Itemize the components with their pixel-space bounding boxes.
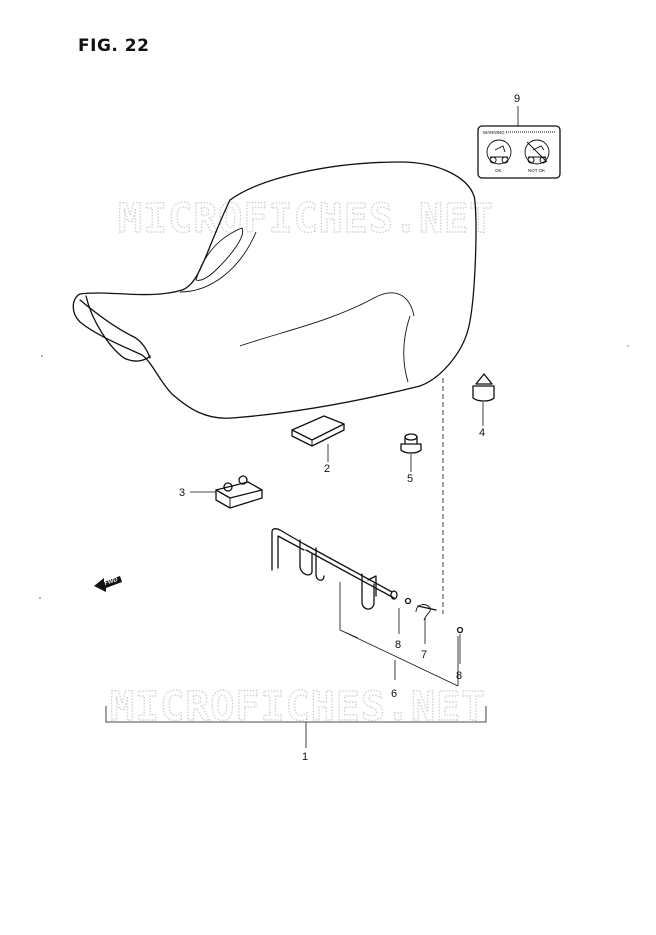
callout-2: 2 <box>324 463 330 475</box>
cushion-part-5 <box>400 433 422 454</box>
callout-7: 7 <box>421 649 427 661</box>
fwd-arrow: FWD <box>94 576 122 592</box>
callout-8-right: 8 <box>456 670 462 682</box>
latch-rod-assembly <box>271 528 464 634</box>
watermark-top: MICROFICHES.NET <box>118 196 494 242</box>
warning-label-ok: OK <box>495 168 502 173</box>
block-part-3 <box>215 475 263 509</box>
fwd-label: FWD <box>104 577 119 587</box>
callout-9: 9 <box>514 93 520 105</box>
callout-5: 5 <box>407 473 413 485</box>
callout-3: 3 <box>179 487 185 499</box>
warning-label-header: WARNING ! <box>483 130 507 135</box>
callout-4: 4 <box>479 427 485 439</box>
pad-part <box>291 415 345 447</box>
warning-label-not-ok: NOT OK <box>528 168 545 173</box>
bumper-part-4 <box>472 373 495 402</box>
callout-8-left: 8 <box>395 639 401 651</box>
watermark-bottom: MICROFICHES.NET <box>110 684 486 730</box>
warning-label: WARNING ! OK NOT OK <box>477 125 561 179</box>
callout-6: 6 <box>391 688 397 700</box>
seat-drawing <box>72 161 477 419</box>
figure-title: FIG. 22 <box>78 36 150 56</box>
callout-1: 1 <box>302 751 308 763</box>
